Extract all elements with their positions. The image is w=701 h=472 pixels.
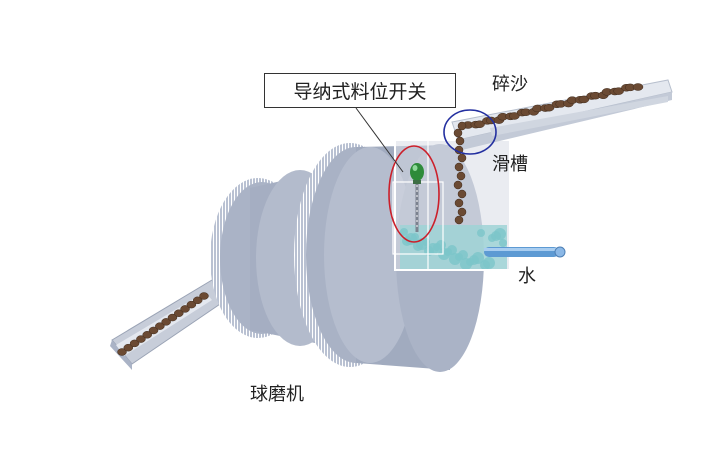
water-pipe <box>484 246 566 258</box>
mill-label: 球磨机 <box>250 384 304 405</box>
sand-feed-chute <box>451 79 673 150</box>
sand-label: 碎沙 <box>492 74 528 95</box>
water-in-box <box>400 228 507 270</box>
chute-sand-particles <box>462 83 644 129</box>
chute-entry-highlight <box>443 109 497 155</box>
chute-label: 滑槽 <box>492 154 528 175</box>
inlet-sand-particles <box>117 292 209 356</box>
level-switch-probe <box>410 163 424 232</box>
level-switch-highlight <box>388 145 440 243</box>
level-switch-label: 导纳式料位开关 <box>293 81 427 103</box>
ball-mill <box>210 143 484 372</box>
level-switch-callout: 导纳式料位开关 <box>264 73 456 108</box>
inlet-chute <box>110 279 227 370</box>
callout-leader <box>355 107 404 173</box>
water-label: 水 <box>518 266 536 287</box>
